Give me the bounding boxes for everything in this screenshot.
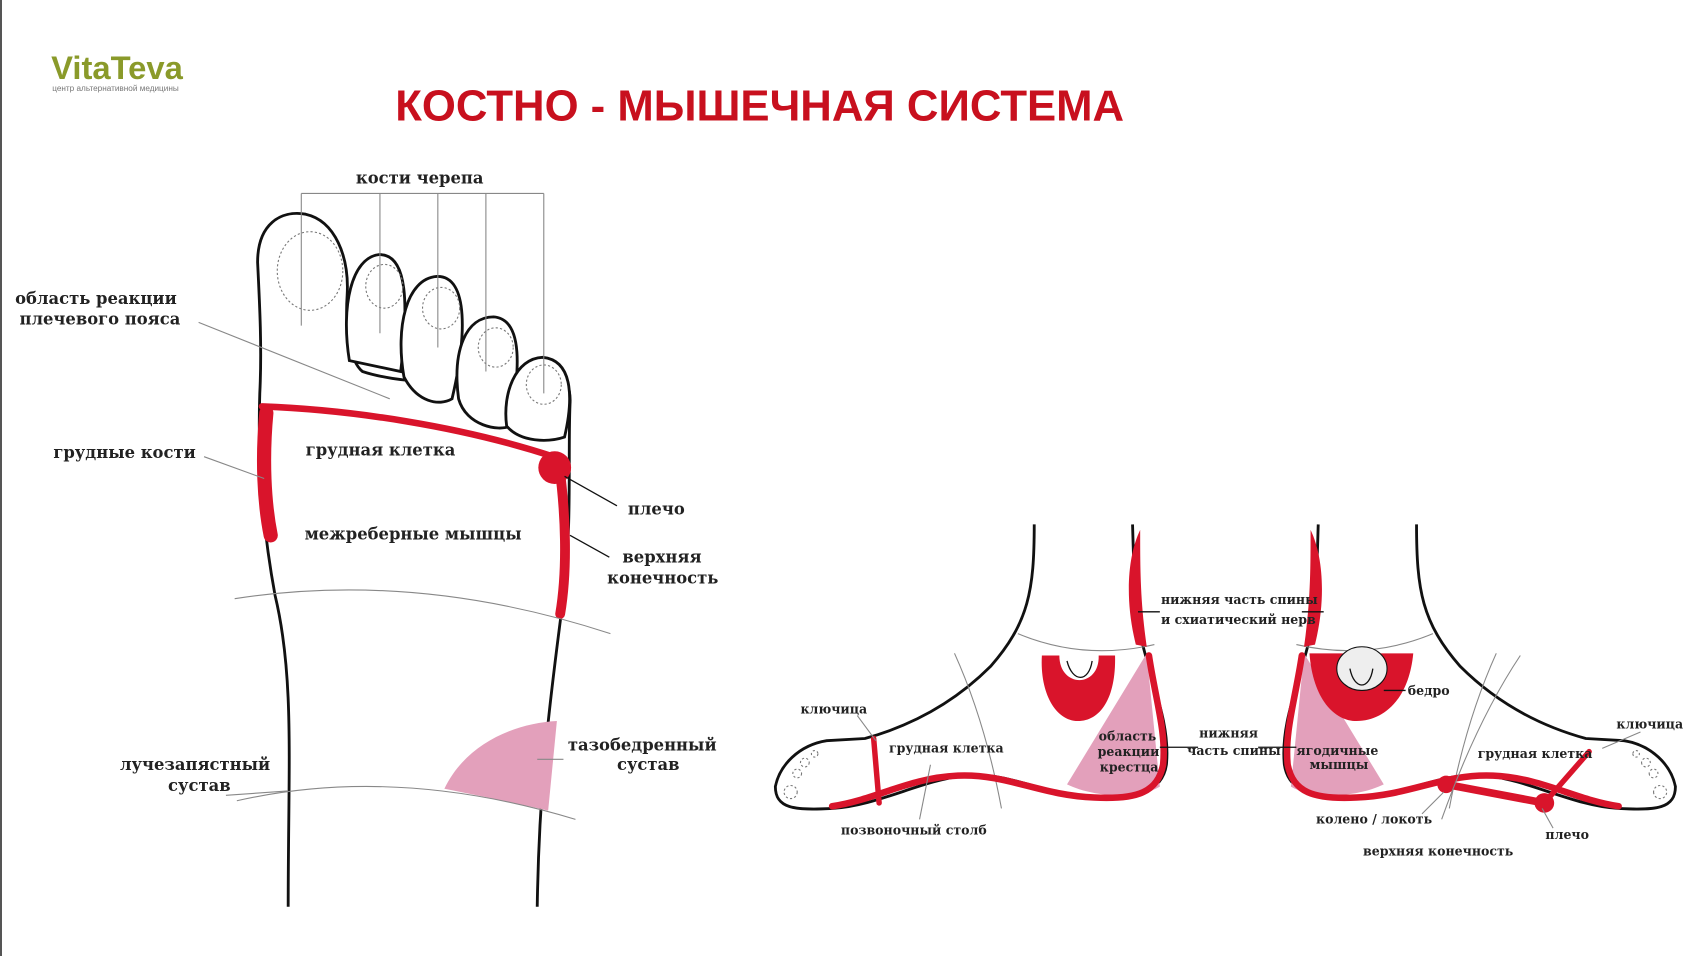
label-chest-bones: грудные кости [53, 443, 195, 462]
sole-foot: кости черепа область реакции плечевого п… [15, 169, 718, 907]
toe-4 [455, 315, 519, 430]
clavicle-zone [870, 735, 882, 806]
label-wrist-2: сустав [168, 776, 231, 795]
logo: VitaTeva центр альтернативной медицины [51, 49, 183, 93]
label-sacrum-2: реакции [1098, 744, 1160, 759]
sacrum-zone [1041, 655, 1116, 722]
label-sacrum-3: крестца [1100, 759, 1159, 774]
label-hip-joint-2: сустав [617, 755, 680, 774]
hip-joint-zone [444, 721, 557, 811]
shoulder-zone-side [1534, 793, 1555, 813]
logo-brand: VitaTeva [51, 49, 183, 86]
rib-cage-line [258, 403, 557, 460]
label-shoulder: плечо [628, 500, 685, 519]
label-sacrum-1: область [1099, 729, 1157, 744]
label-clavicle-right: ключица [1616, 717, 1683, 732]
label-rib-cage-right: грудная клетка [1478, 746, 1593, 761]
label-upper-limb-2: конечность [607, 568, 718, 587]
label-rib-cage-left: грудная клетка [889, 741, 1004, 756]
label-skull: кости черепа [356, 169, 484, 188]
label-gluteal-1: ягодичные [1296, 743, 1378, 758]
label-clavicle-left: ключица [800, 701, 867, 716]
label-upper-limb-1: верхняя [622, 548, 701, 567]
page-title: КОСТНО - МЫШЕЧНАЯ СИСТЕМА [395, 81, 1124, 130]
side-foot-inner [775, 524, 1167, 809]
label-lower-back-2: часть спины [1187, 743, 1281, 758]
logo-tagline: центр альтернативной медицины [52, 84, 179, 93]
knee-elbow-zone [1437, 775, 1455, 794]
label-intercostal: межреберные мышцы [305, 525, 522, 544]
label-shoulder-girdle-1: область реакции [15, 289, 177, 308]
label-lower-back-sciatic-1: нижняя часть спины [1161, 592, 1318, 607]
label-knee-elbow: колено / локоть [1316, 812, 1433, 827]
label-shoulder-girdle-2: плечевого пояса [19, 310, 180, 329]
label-lower-back-1: нижняя [1199, 725, 1258, 740]
skull-bracket [300, 192, 545, 394]
label-thigh: бедро [1408, 683, 1450, 698]
label-upper-limb-side: верхняя конечность [1363, 843, 1514, 858]
label-shoulder-side: плечо [1545, 827, 1589, 842]
label-wrist-1: лучезапястный [120, 755, 270, 774]
label-gluteal-2: мышцы [1309, 757, 1368, 772]
shoulder-zone [538, 451, 572, 485]
side-foot-outer [1284, 524, 1676, 820]
label-rib-cage: грудная клетка [306, 441, 456, 460]
toe-3 [399, 275, 464, 404]
chest-bones-zone [256, 405, 278, 543]
label-spine: позвоночный столб [841, 823, 987, 838]
label-lower-back-sciatic-2: и схиатический нерв [1161, 612, 1316, 627]
label-hip-joint-1: тазобедренный [568, 736, 717, 755]
toe-2 [345, 253, 407, 374]
toe-5 [504, 355, 572, 442]
upper-limb-zone-side [1442, 780, 1549, 807]
